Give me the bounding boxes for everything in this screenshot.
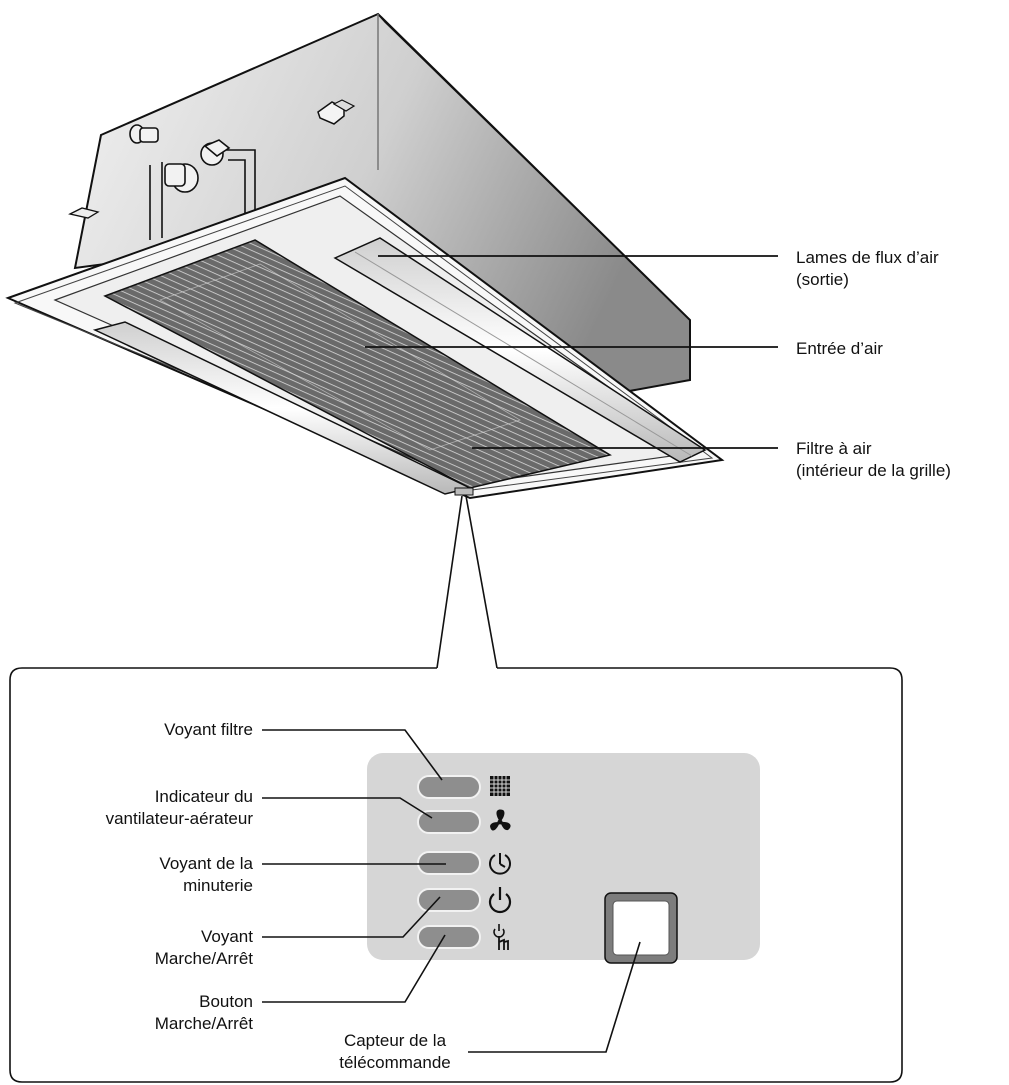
label-remote-sensor: Capteur de la télécommande [339, 1031, 451, 1072]
label-air-inlet: Entrée d’air [796, 339, 883, 358]
intake-grille [103, 239, 612, 489]
filter-grid-icon [490, 776, 510, 796]
label-timer-lamp: Voyant de la minuterie [159, 854, 253, 895]
refrigerant-pipes [129, 124, 256, 240]
remote-sensor [604, 892, 678, 964]
fan-icon [490, 809, 511, 831]
timer-icon [489, 853, 511, 875]
label-louvers: Lames de flux d’air (sortie) [796, 248, 939, 289]
power-touch-icon [493, 924, 509, 950]
label-air-filter: Filtre à air (intérieur de la grille) [796, 439, 951, 480]
indicator-lamps [417, 775, 481, 949]
label-filter-lamp: Voyant filtre [164, 720, 253, 739]
label-onoff-lamp: Voyant Marche/Arrêt [154, 927, 253, 968]
zoom-lines [436, 495, 498, 669]
panel-callout-lines [262, 729, 641, 1053]
filter-lamp [417, 775, 481, 799]
label-fan-indicator: Indicateur du vantilateur-aérateur [105, 787, 253, 828]
power-icon [488, 887, 512, 914]
onoff-lamp [417, 888, 481, 912]
onoff-button[interactable] [417, 925, 481, 949]
unit-callout-lines [365, 255, 778, 449]
label-onoff-button: Bouton Marche/Arrêt [154, 992, 253, 1033]
fan-lamp [417, 810, 481, 834]
airflow-louver-right [333, 237, 707, 463]
timer-lamp [417, 851, 481, 875]
